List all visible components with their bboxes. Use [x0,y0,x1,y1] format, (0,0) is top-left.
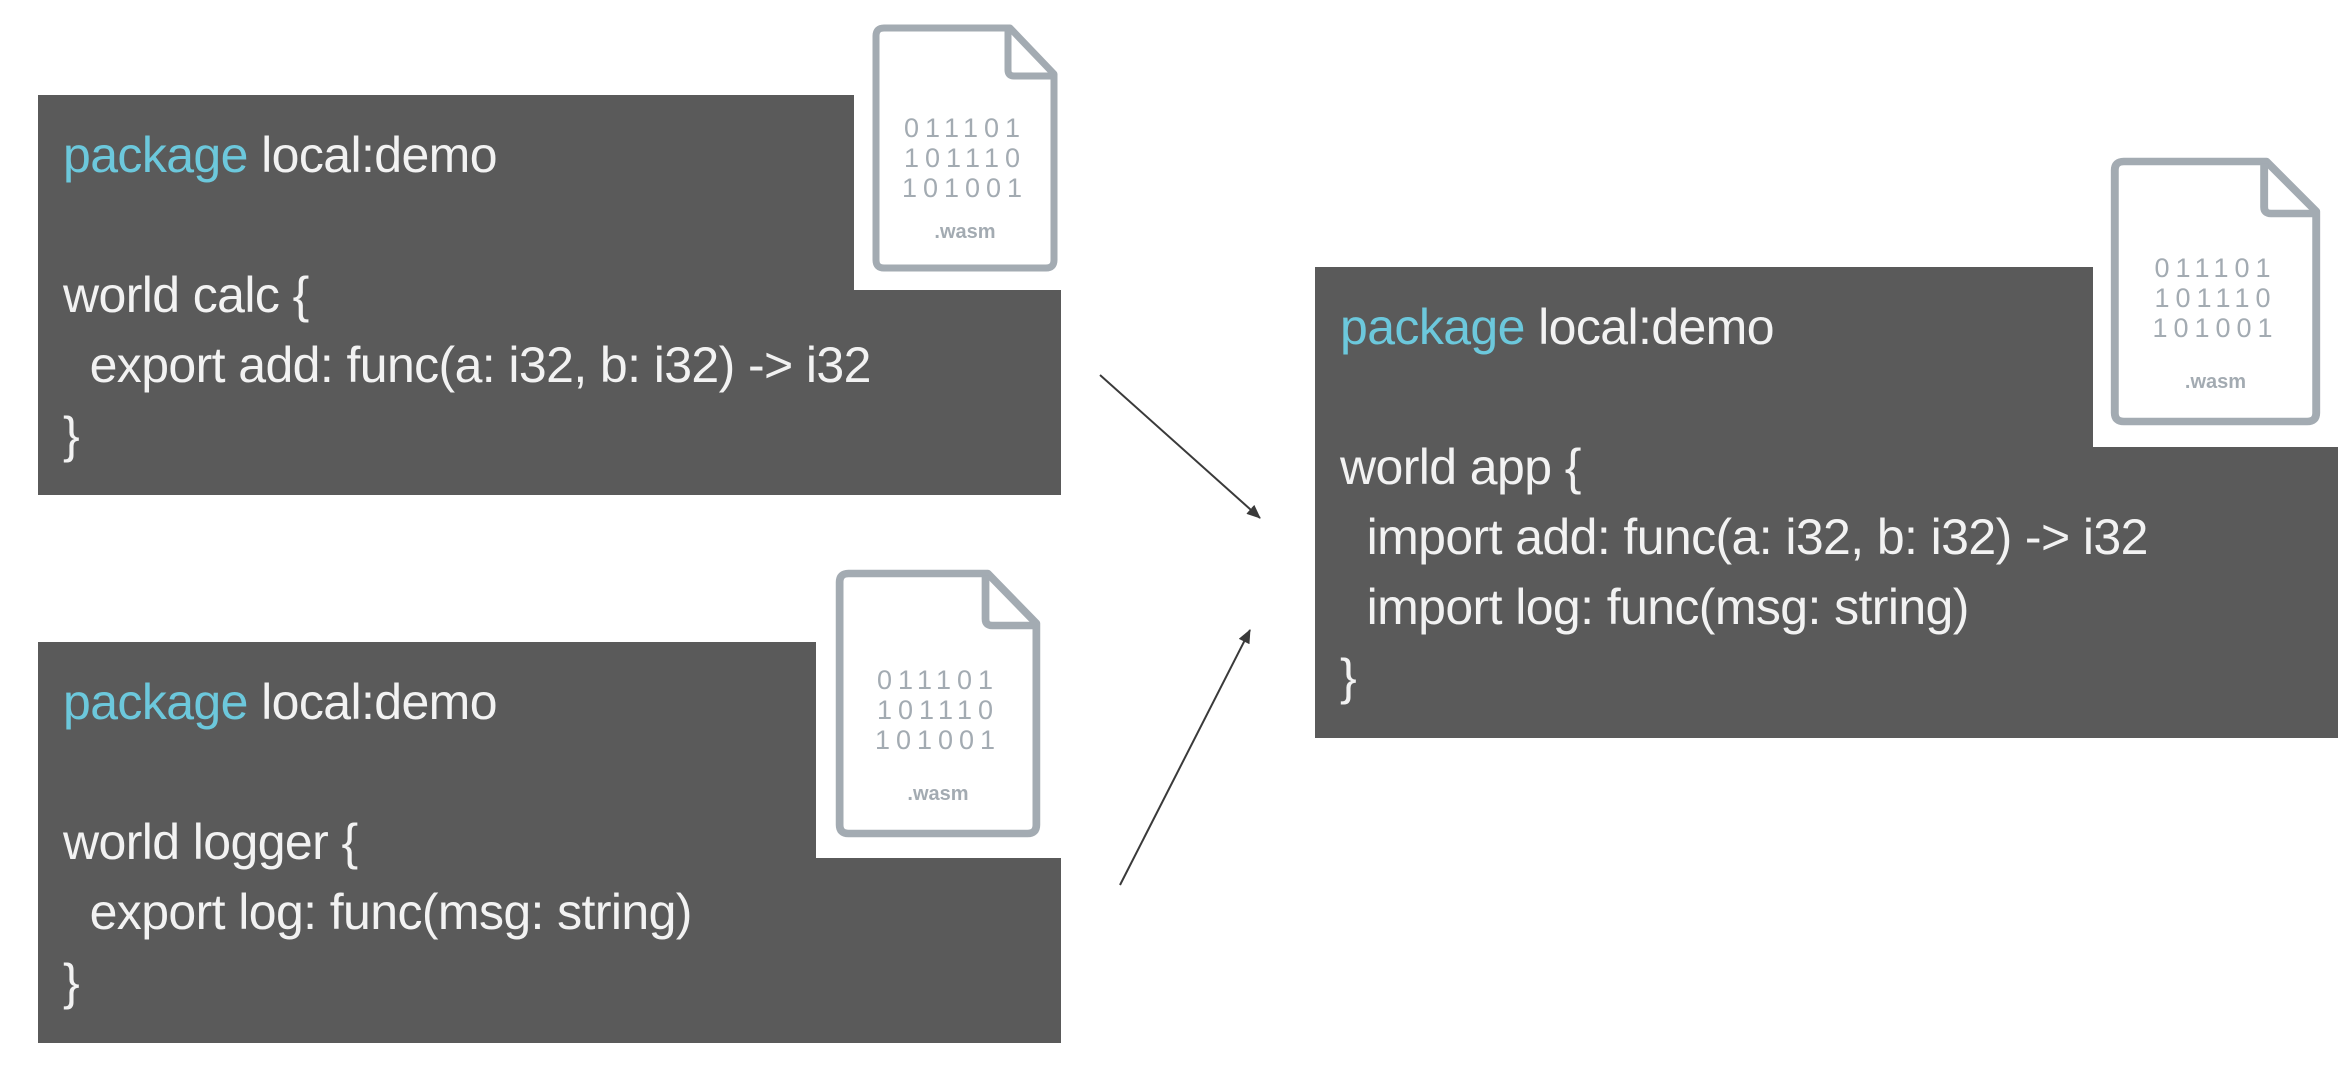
file-extension: .wasm [934,221,996,244]
package-line: package local:demo [1340,292,2338,362]
closing-brace: } [63,954,80,1010]
closing-brace: } [1340,649,1357,705]
binary-row: 011101 [2154,253,2277,284]
export-line: export log: func(msg: string) [63,884,693,940]
export-line: export add: func(a: i32, b: i32) -> i32 [63,337,872,393]
file-outline [2110,157,2321,426]
binary-row: 101001 [874,725,1002,756]
import-log-line: import log: func(msg: string) [1340,579,1970,635]
file-outline [872,24,1058,272]
package-line: package local:demo [63,120,1061,190]
arrow-logger-to-app [1119,629,1251,886]
world-line: world logger { [63,814,358,870]
binary-row: 101110 [876,695,1000,726]
file-outline [835,569,1041,838]
closing-brace: } [63,407,80,463]
import-add-line: import add: func(a: i32, b: i32) -> i32 [1340,509,2149,565]
binary-row: 101110 [903,142,1027,173]
file-extension: .wasm [2184,370,2247,393]
package-name: local:demo [1524,299,1774,355]
file-extension: .wasm [907,782,969,805]
world-line: world app { [1340,439,1581,495]
arrow-calc-to-app [1099,374,1261,519]
package-keyword: package [63,674,248,730]
binary-row: 011101 [903,112,1027,143]
binary-row: 011101 [876,665,1000,696]
binary-row: 101110 [2154,283,2277,314]
package-line: package local:demo [63,667,1061,737]
package-keyword: package [1340,299,1525,355]
binary-row: 101001 [2152,313,2279,344]
package-name: local:demo [247,127,497,183]
binary-row: 101001 [901,172,1029,203]
package-keyword: package [63,127,248,183]
package-name: local:demo [247,674,497,730]
world-line: world calc { [63,267,309,323]
